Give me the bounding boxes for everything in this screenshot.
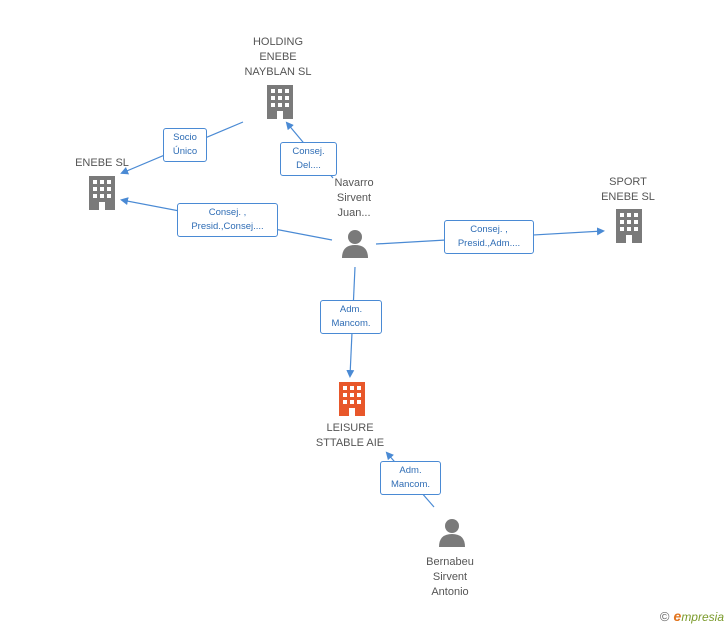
- person-navarro-label[interactable]: Navarro Sirvent Juan...: [334, 177, 374, 219]
- company-leisure-label[interactable]: LEISURE STTABLE AIE: [315, 422, 385, 449]
- edge-label-navarro-enebe[interactable]: Consej. , Presid.,Consej....: [177, 203, 278, 237]
- company-sport-label[interactable]: SPORT ENEBE SL: [601, 176, 655, 203]
- company-sport-icon[interactable]: [616, 209, 642, 243]
- edge-label-bernabeu-leisure[interactable]: Adm. Mancom.: [380, 461, 441, 495]
- edge-label-navarro-sport[interactable]: Consej. , Presid.,Adm....: [444, 220, 534, 254]
- brand-logo: empresia: [673, 608, 724, 624]
- edge-label-navarro-leisure[interactable]: Adm. Mancom.: [320, 300, 382, 334]
- company-holding-icon[interactable]: [267, 85, 293, 119]
- edge-label-navarro-holding[interactable]: Consej. Del....: [280, 142, 337, 176]
- company-holding-label[interactable]: HOLDING ENEBE NAYBLAN SL: [244, 36, 312, 78]
- company-leisure-icon[interactable]: [339, 382, 365, 416]
- person-navarro-icon[interactable]: [342, 230, 368, 258]
- edge-label-holding-enebe[interactable]: Socio Único: [163, 128, 207, 162]
- company-enebe-icon[interactable]: [89, 176, 115, 210]
- person-bernabeu-label[interactable]: Bernabeu Sirvent Antonio: [426, 556, 474, 598]
- copyright-symbol: ©: [659, 608, 670, 624]
- person-bernabeu-icon[interactable]: [439, 519, 465, 547]
- footer-brand: © empresia: [660, 608, 724, 624]
- company-enebe-label[interactable]: ENEBE SL: [75, 157, 129, 169]
